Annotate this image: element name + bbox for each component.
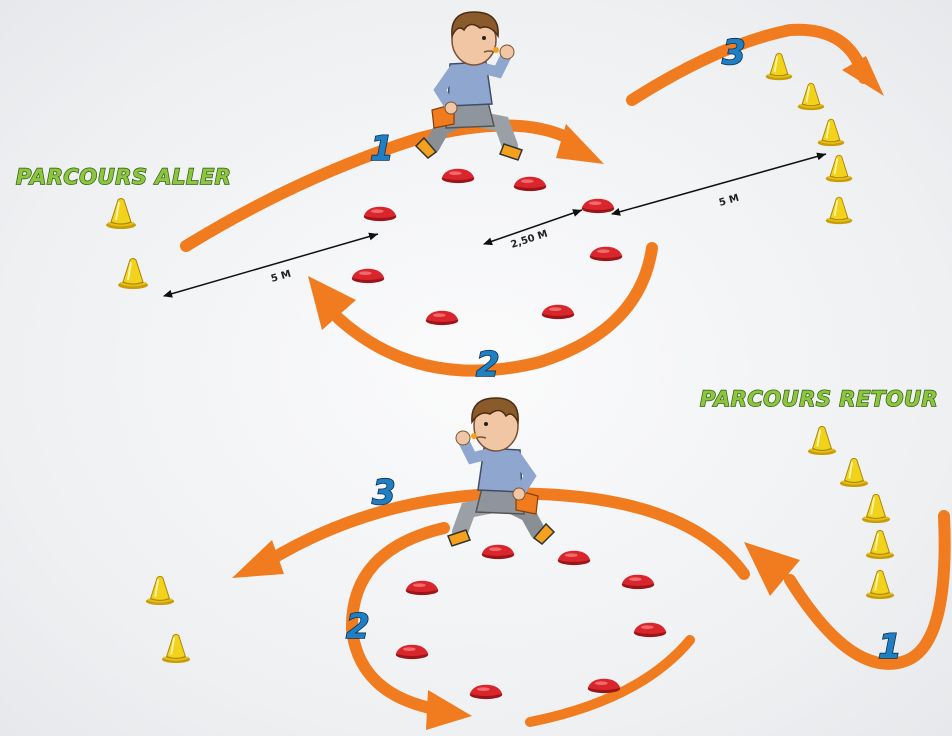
route-back-arrow-2 — [345, 522, 472, 730]
distance-line-start-to-circle: 5 M — [163, 232, 379, 298]
marker-disc — [587, 678, 621, 694]
cone — [824, 154, 854, 184]
route-back-step-2: 2 — [346, 607, 370, 647]
marker-disc — [557, 550, 591, 566]
route-out-section: 5 M 2,50 M 5 M — [15, 12, 884, 386]
route-out-step-2: 2 — [476, 345, 500, 385]
marker-disc — [589, 246, 623, 262]
cone — [860, 493, 892, 524]
marker-disc — [395, 644, 429, 660]
cone — [796, 82, 826, 112]
cone — [160, 633, 192, 664]
marker-disc — [633, 622, 667, 638]
route-back-title: PARCOURS RETOUR — [700, 387, 938, 411]
route-out-step-1: 1 — [370, 129, 394, 169]
route-back-step-3: 3 — [372, 473, 396, 513]
route-out-arrow-1 — [180, 119, 604, 252]
marker-disc — [425, 310, 459, 326]
marker-disc — [541, 304, 575, 320]
marker-disc — [481, 544, 515, 560]
distance-label-circle: 2,50 M — [510, 229, 550, 251]
distance-label-start: 5 M — [270, 269, 293, 285]
cone — [117, 257, 149, 290]
marker-disc — [621, 574, 655, 590]
distance-label-end: 5 M — [718, 193, 741, 209]
route-back-arrow-3 — [232, 487, 750, 727]
marker-disc — [513, 176, 547, 192]
marker-disc — [351, 268, 385, 284]
distance-line-circle-to-end: 5 M — [611, 152, 827, 216]
route-back-start-cones — [806, 425, 896, 600]
cone — [764, 52, 794, 82]
cone — [144, 575, 176, 606]
route-out-step-3: 3 — [722, 33, 746, 73]
route-out-arrow-2 — [308, 242, 658, 377]
route-out-discs — [351, 168, 623, 326]
route-out-arrow-3 — [626, 23, 884, 106]
runner-icon — [448, 398, 554, 546]
route-back-step-1: 1 — [878, 627, 902, 667]
marker-disc — [405, 580, 439, 596]
cone — [838, 457, 870, 488]
route-out-title: PARCOURS ALLER — [16, 165, 231, 189]
cone — [806, 425, 838, 456]
marker-disc — [581, 198, 615, 214]
cone — [816, 118, 846, 148]
cone — [864, 569, 896, 600]
route-back-section: 1 2 3 PARCOURS RETOUR — [144, 386, 951, 730]
route-out-start-cones — [105, 197, 149, 290]
route-out-end-cones — [764, 52, 854, 226]
route-back-arrow-1 — [744, 510, 951, 670]
cone — [864, 529, 896, 560]
cone — [105, 197, 137, 230]
marker-disc — [469, 684, 503, 700]
cone — [824, 196, 854, 226]
marker-disc — [441, 168, 475, 184]
route-back-end-cones — [144, 575, 192, 664]
distance-line-circle-inner: 2,50 M — [483, 209, 583, 251]
marker-disc — [363, 206, 397, 222]
route-back-discs — [395, 544, 667, 700]
runner-icon — [416, 12, 522, 160]
